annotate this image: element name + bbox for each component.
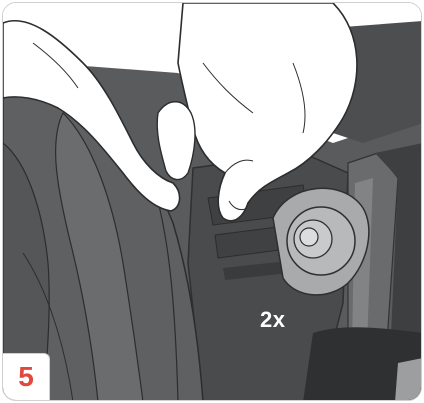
step-number-badge: 5 [3, 353, 50, 400]
step-number: 5 [18, 363, 34, 391]
hands-releasing-latch-illustration [3, 3, 422, 401]
repeat-count-label: 2x [260, 309, 285, 331]
